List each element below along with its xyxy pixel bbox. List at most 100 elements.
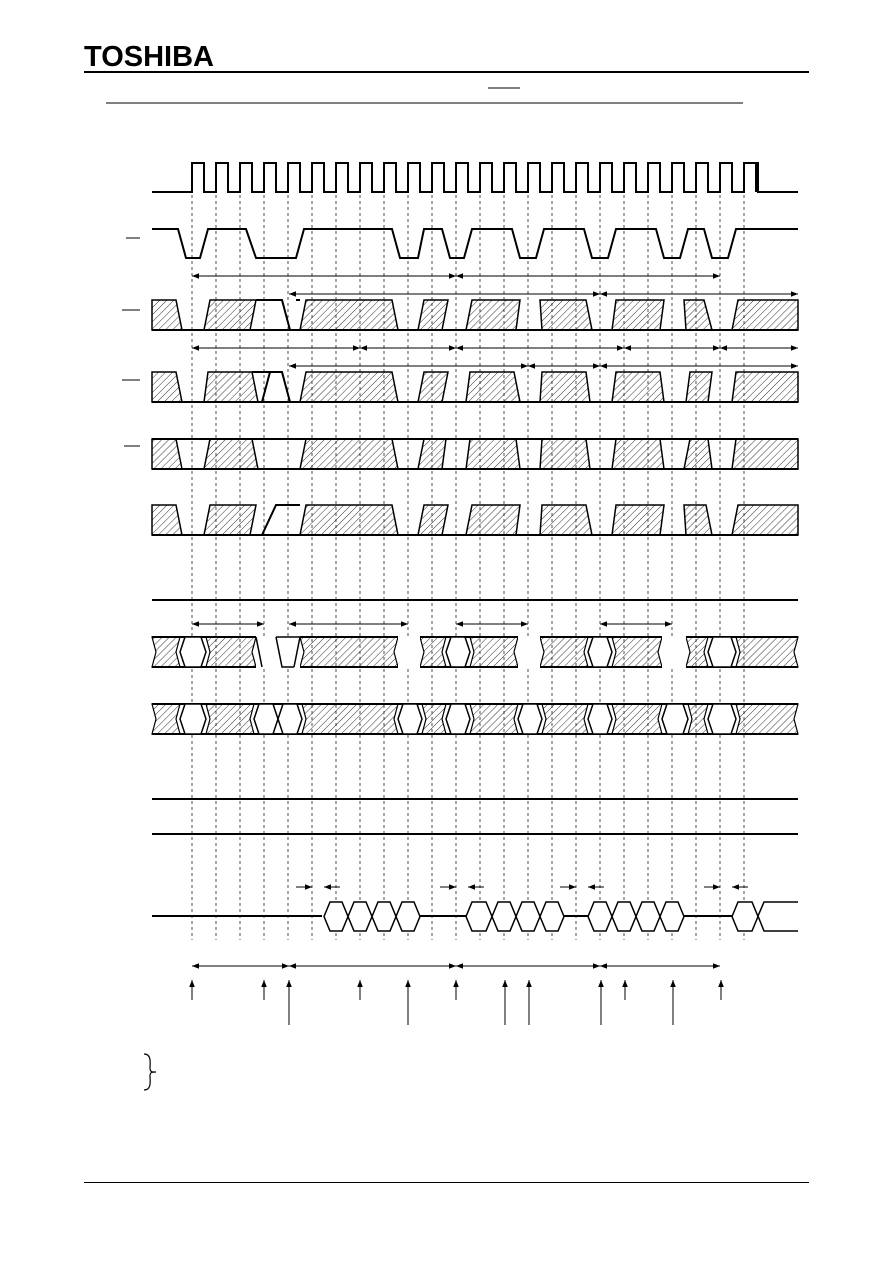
- bus-eye: [517, 703, 543, 735]
- signal-label-overbar-marks: [122, 237, 140, 447]
- hatched-segment: [465, 438, 521, 470]
- bus-hatch: [299, 636, 399, 668]
- hatched-segment: [465, 504, 521, 536]
- edge: [262, 299, 291, 331]
- clock-signal: [152, 162, 798, 193]
- bus-eye: [661, 703, 689, 735]
- bus-hatch: [205, 636, 257, 668]
- bus-hatch: [687, 703, 709, 735]
- hatched-segment: [417, 504, 449, 536]
- hatched-segment: [611, 504, 665, 536]
- data-eye: [347, 901, 373, 932]
- hatched-segment: [151, 299, 183, 331]
- signal-waveforms: [151, 228, 799, 932]
- hatched-segment: [683, 504, 713, 536]
- edge: [261, 371, 291, 403]
- bus-hatch: [611, 703, 663, 735]
- data-eye: [491, 901, 517, 932]
- hatched-segment: [539, 371, 591, 403]
- hatched-segment: [299, 438, 399, 470]
- bus-eye: [179, 636, 207, 668]
- bus-hatch: [611, 636, 663, 668]
- hatched-segment: [417, 371, 449, 403]
- edge: [261, 504, 300, 536]
- hatched-segment: [539, 504, 593, 536]
- gap: [398, 636, 420, 668]
- hatched-segment: [151, 504, 183, 536]
- bus-hatch: [735, 636, 799, 668]
- bus-hatch: [685, 636, 709, 668]
- bus-eye: [707, 636, 737, 668]
- hatched-segment: [685, 371, 713, 403]
- hatched-segment: [611, 299, 665, 331]
- hatched-segment: [539, 438, 591, 470]
- bus-hatch: [301, 703, 399, 735]
- bus-eye: [179, 703, 207, 735]
- data-eye: [371, 901, 397, 932]
- bus-eye: [707, 703, 737, 735]
- bus-eye: [445, 636, 471, 668]
- hatched-segment: [611, 371, 665, 403]
- hatched-segment: [203, 371, 259, 403]
- footer-rule: [84, 1182, 809, 1183]
- data-eye: [659, 901, 685, 932]
- bus-hatch: [469, 636, 519, 668]
- title-overbar-rule: [106, 87, 743, 104]
- toshiba-logo: TOSHIBA: [84, 41, 214, 73]
- bus-hatch: [539, 636, 589, 668]
- signal-row-3: [151, 299, 799, 331]
- hatched-segment: [299, 299, 399, 331]
- hatched-segment: [731, 299, 799, 331]
- bus-eye: [277, 703, 303, 735]
- hatched-segment: [731, 371, 799, 403]
- data-eye: [323, 901, 349, 932]
- hatched-segment: [203, 504, 257, 536]
- hatched-segment: [611, 438, 665, 470]
- data-eye: [635, 901, 661, 932]
- hatched-segment: [731, 504, 799, 536]
- hatched-segment: [465, 299, 521, 331]
- hatched-segment: [539, 299, 593, 331]
- bus-eye: [397, 703, 423, 735]
- hatched-segment: [299, 504, 399, 536]
- data-eye: [587, 901, 613, 932]
- signal-row-6: [151, 504, 799, 536]
- signal-row-5: [151, 438, 799, 470]
- hatched-segment: [465, 371, 521, 403]
- data-eye: [515, 901, 541, 932]
- hatched-segment: [683, 438, 713, 470]
- bus-hatch: [541, 703, 589, 735]
- edge: [255, 636, 301, 668]
- hatched-segment: [417, 299, 449, 331]
- bus-hatch: [735, 703, 799, 735]
- gap: [256, 636, 300, 668]
- bus-hatch: [469, 703, 519, 735]
- bus-hatch: [205, 703, 255, 735]
- brace-icon: [143, 1053, 157, 1091]
- hatched-segment: [151, 371, 183, 403]
- gap: [518, 636, 540, 668]
- hatched-segment: [683, 299, 713, 331]
- bus-eye: [587, 636, 613, 668]
- timing-arrows: [189, 273, 798, 1025]
- bus-eye: [445, 703, 471, 735]
- bus-hatch: [151, 636, 181, 668]
- gap: [662, 636, 686, 668]
- hatched-segment: [203, 438, 259, 470]
- tail: [757, 901, 798, 932]
- bus-hatch: [151, 703, 181, 735]
- clock-waveform: [152, 162, 798, 193]
- signal-row-4: [151, 371, 799, 403]
- hatched-segment: [731, 438, 799, 470]
- signal-row-2: [152, 228, 798, 259]
- bus-row-2: [151, 703, 799, 735]
- hatched-segment: [417, 438, 447, 470]
- bus-eye: [587, 703, 613, 735]
- bus-eye: [253, 703, 279, 735]
- bus-row-1: [151, 636, 799, 668]
- hatched-segment: [151, 438, 183, 470]
- data-eye: [395, 901, 421, 932]
- edge: [275, 636, 300, 668]
- hatched-segment: [203, 299, 257, 331]
